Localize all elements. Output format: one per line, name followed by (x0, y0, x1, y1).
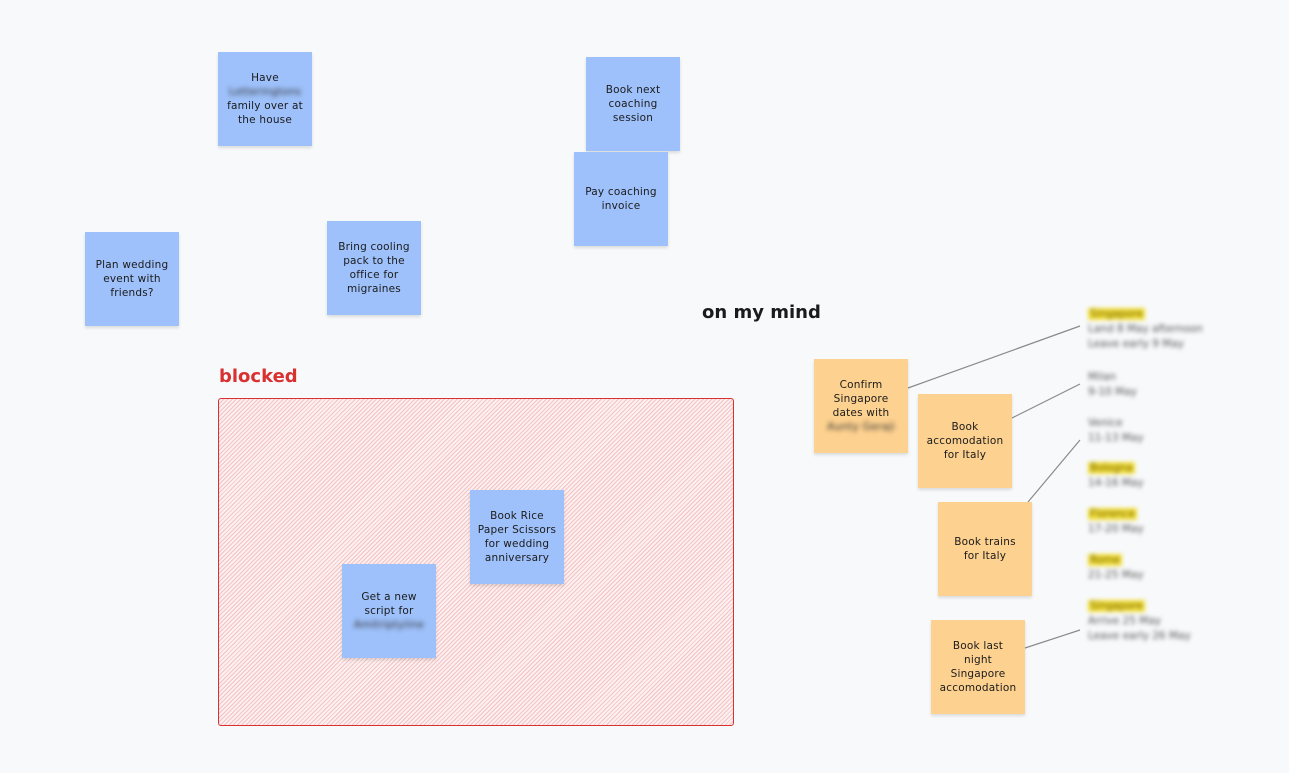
connector-singapore (907, 325, 1081, 389)
note-text: Confirm Singapore dates with (832, 379, 890, 419)
sticky-note-pay-coaching[interactable]: Pay coaching invoice (574, 152, 668, 246)
side-note-title: Bologna (1088, 462, 1135, 474)
side-note-title: Florence (1088, 508, 1137, 520)
note-text: Bring cooling pack to the office for mig… (338, 241, 410, 295)
side-note-line: 17-20 May (1088, 523, 1144, 535)
on-my-mind-label: on my mind (702, 302, 821, 323)
side-note-singapore-arrival[interactable]: Singapore Land 8 May afternoon Leave ear… (1088, 307, 1203, 352)
side-note-line: 11-13 May (1088, 432, 1144, 444)
sticky-note-rice-paper[interactable]: Book Rice Paper Scissors for wedding ann… (470, 490, 564, 584)
side-note-title: Singapore (1088, 600, 1145, 612)
connector-trains (1027, 439, 1081, 503)
side-note-florence[interactable]: Florence 17-20 May (1088, 507, 1144, 537)
side-note-title: Singapore (1088, 308, 1145, 320)
note-text: Pay coaching invoice (585, 186, 657, 212)
side-note-line: Land 8 May afternoon (1088, 323, 1203, 335)
connector-italy-accom (1011, 383, 1081, 419)
sticky-note-book-coaching[interactable]: Book next coaching session (586, 57, 680, 151)
blurred-person: Aunty Geraji (827, 421, 895, 433)
sticky-note-book-last-night[interactable]: Book last night Singapore accomodation (931, 620, 1025, 714)
note-text: Book trains for Italy (954, 536, 1016, 562)
sticky-note-plan-wedding[interactable]: Plan wedding event with friends? (85, 232, 179, 326)
side-note-line: 9-10 May (1088, 386, 1137, 398)
side-note-milan[interactable]: Milan 9-10 May (1088, 370, 1137, 400)
note-text: Have (251, 72, 279, 84)
note-text: Book Rice Paper Scissors for wedding ann… (477, 510, 557, 564)
note-text: Book last night Singapore accomodation (939, 640, 1017, 694)
note-text: Get a new script for (361, 591, 417, 617)
side-note-singapore-return[interactable]: Singapore Arrive 25 May Leave early 26 M… (1088, 599, 1191, 644)
side-note-title: Milan (1088, 371, 1116, 383)
side-note-title: Venice (1088, 417, 1123, 429)
side-note-bologna[interactable]: Bologna 14-16 May (1088, 461, 1144, 491)
side-note-line: Leave early 26 May (1088, 630, 1191, 642)
side-note-line: Arrive 25 May (1088, 615, 1161, 627)
side-note-line: 21-25 May (1088, 569, 1144, 581)
blurred-name: Lotteringtons (228, 86, 302, 98)
note-text: Book next coaching session (605, 84, 661, 124)
side-note-line: 14-16 May (1088, 477, 1144, 489)
sticky-note-book-italy[interactable]: Book accomodation for Italy (918, 394, 1012, 488)
sticky-note-book-trains[interactable]: Book trains for Italy (938, 502, 1032, 596)
side-note-title: Rome (1088, 554, 1122, 566)
note-text: family over at the house (227, 100, 303, 126)
side-note-rome[interactable]: Rome 21-25 May (1088, 553, 1144, 583)
note-text: Book accomodation for Italy (926, 421, 1004, 461)
note-text: Plan wedding event with friends? (95, 259, 169, 299)
side-note-venice[interactable]: Venice 11-13 May (1088, 416, 1144, 446)
blocked-label: blocked (219, 366, 298, 387)
sticky-note-cooling-pack[interactable]: Bring cooling pack to the office for mig… (327, 221, 421, 315)
connector-last-night (1024, 629, 1081, 649)
blurred-medication: Amitriptyline (353, 619, 425, 631)
side-note-line: Leave early 9 May (1088, 338, 1184, 350)
